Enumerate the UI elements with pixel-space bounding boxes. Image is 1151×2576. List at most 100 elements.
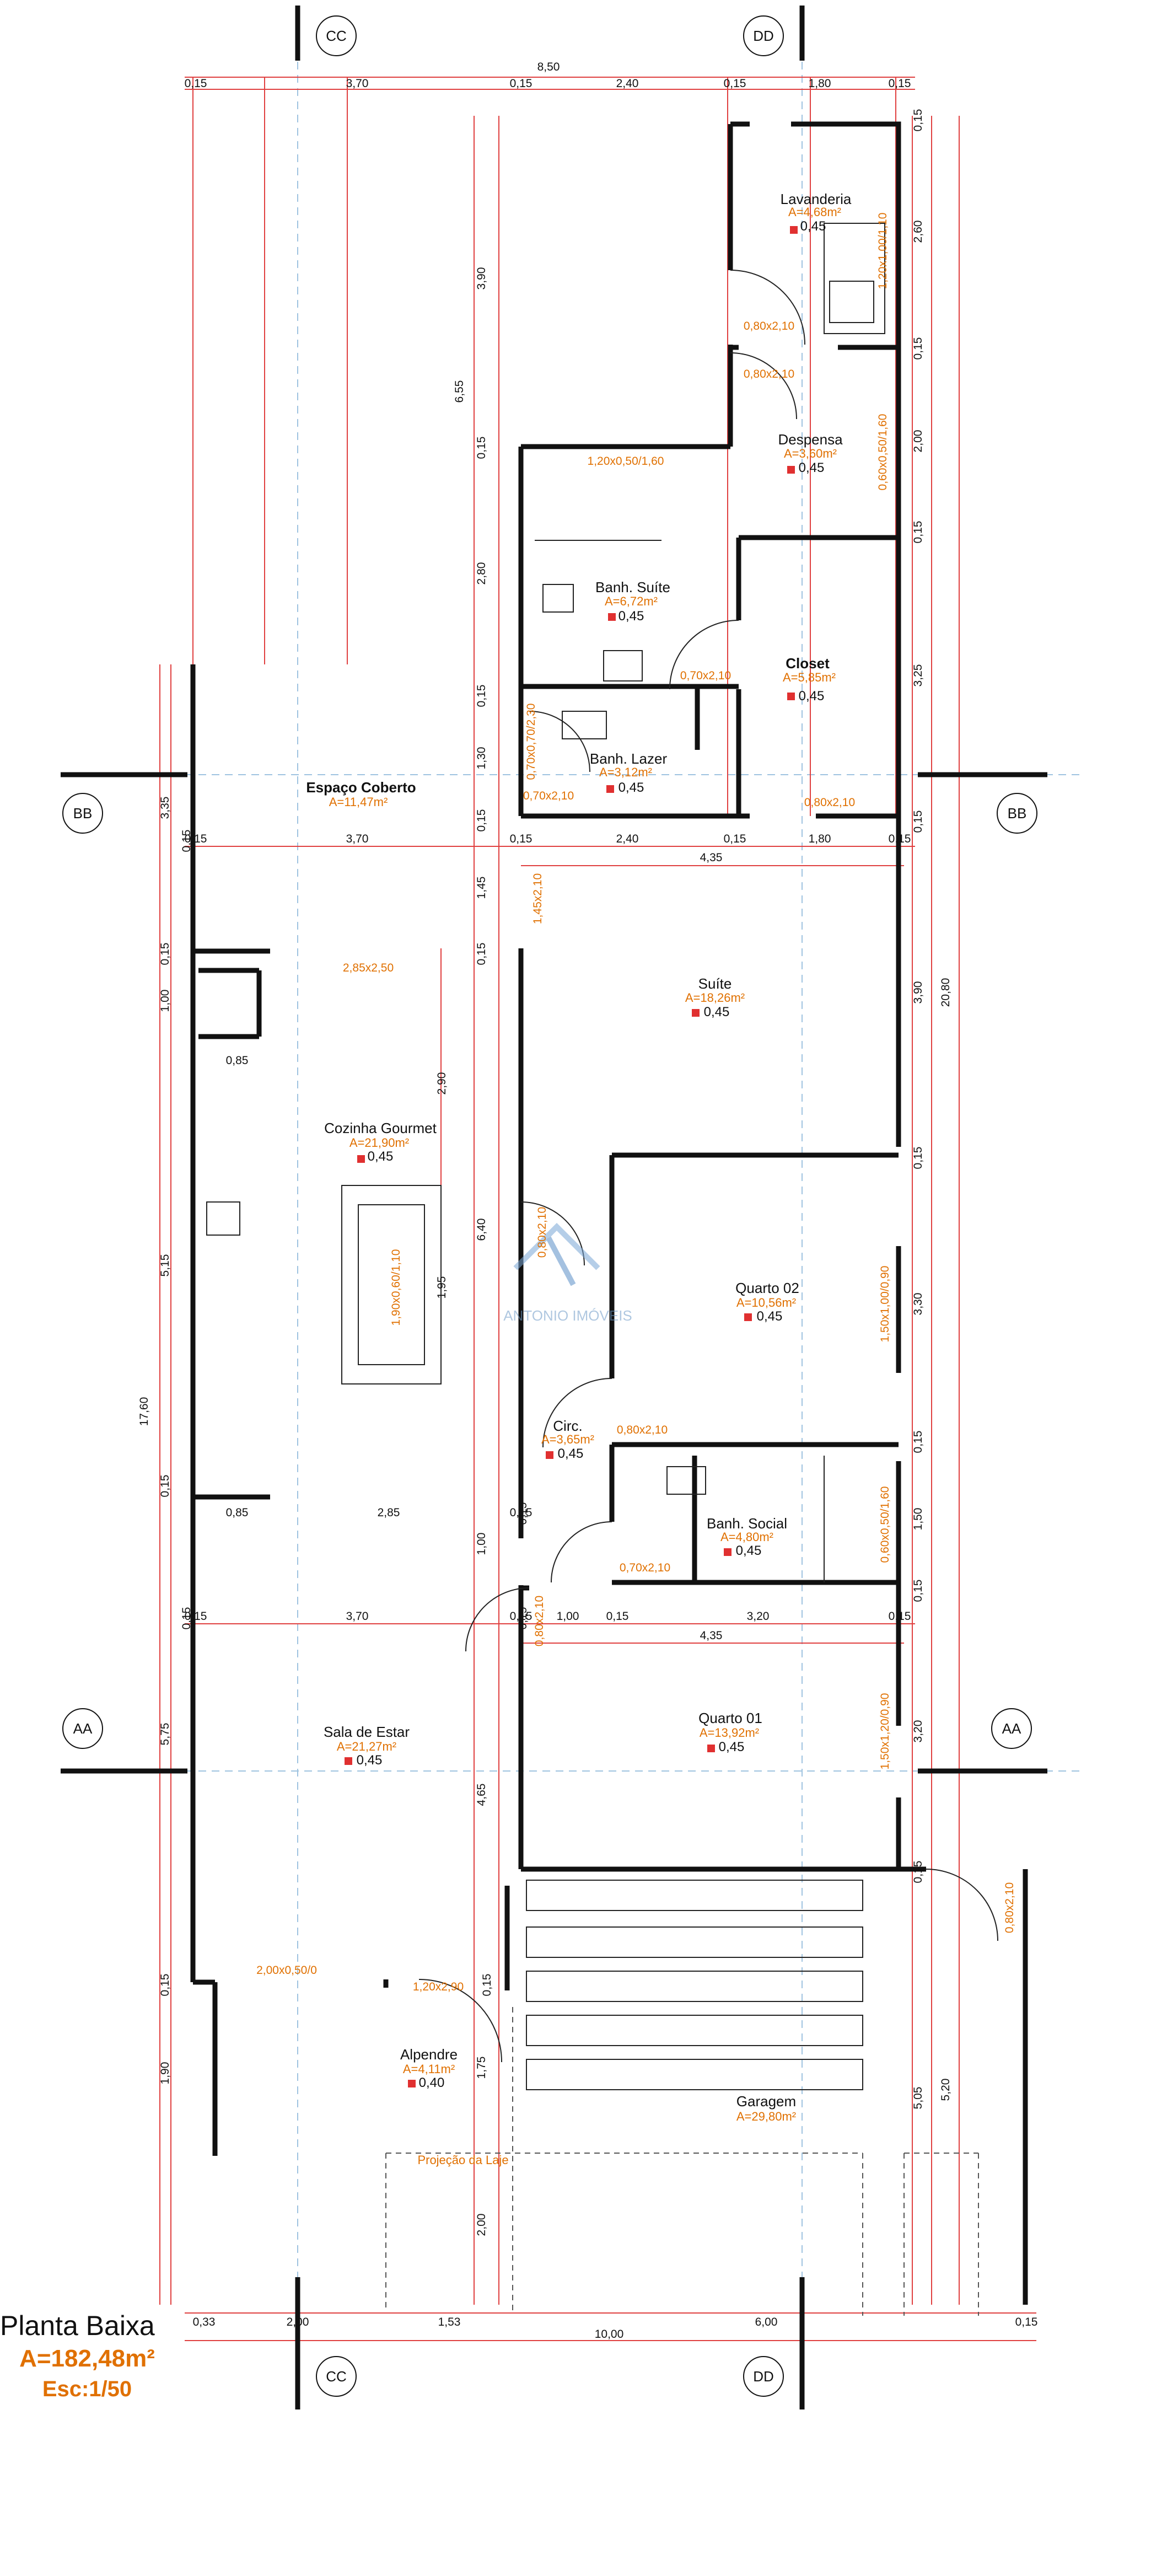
area-closet: A=5,85m² xyxy=(783,670,836,684)
dim-right-0: 0,15 xyxy=(912,109,924,132)
dim-sala-top-4: 0,15 xyxy=(606,1610,629,1623)
dim-coz-bottom-0: 0,85 xyxy=(226,1506,249,1519)
dim-top-4: 0,15 xyxy=(724,77,746,90)
level-banh-social: 0,45 xyxy=(736,1543,762,1558)
dim-sala-inner: 4,35 xyxy=(700,1629,723,1642)
room-circ: Circ. xyxy=(553,1418,582,1434)
dim-sala-top-5: 3,20 xyxy=(747,1610,770,1623)
opening-balcao: 1,90x0,60/1,10 xyxy=(390,1249,402,1326)
opening-d-bl: 0,70x2,10 xyxy=(523,790,574,802)
dim-bottom-2: 1,53 xyxy=(438,2316,461,2328)
dim-mid1-5: 1,80 xyxy=(809,833,831,845)
room-banh-lazer: Banh. Lazer xyxy=(590,750,668,767)
dim-right-8: 0,15 xyxy=(912,1147,924,1169)
dim-right-13: 3,20 xyxy=(912,1720,924,1743)
room-labels: Lavanderia A=4,68m² 0,45 Despensa A=3,60… xyxy=(306,191,852,2167)
room-espaco-coberto: Espaço Coberto xyxy=(306,779,416,796)
dim-top-6: 0,15 xyxy=(889,77,911,90)
room-suite: Suíte xyxy=(698,975,732,992)
opening-w-q01: 1,50x1,20/0,90 xyxy=(879,1693,891,1770)
room-lavanderia: Lavanderia xyxy=(781,191,852,207)
dim-top-1: 3,70 xyxy=(346,77,369,90)
dim-left-small-1: 0,15 xyxy=(159,1475,171,1498)
axis-lines xyxy=(66,22,1080,2382)
dim-sala-top-6: 0,15 xyxy=(889,1610,911,1623)
area-espaco-coberto: A=11,47m² xyxy=(329,795,388,809)
opening-d-coz: 2,85x2,50 xyxy=(343,962,394,974)
dim-inner-0: 2,90 xyxy=(435,1072,448,1095)
level-quarto02: 0,45 xyxy=(757,1309,783,1324)
dim-right-2: 0,15 xyxy=(912,337,924,360)
axis-dd-bottom: DD xyxy=(753,2368,774,2385)
room-quarto02: Quarto 02 xyxy=(735,1280,799,1296)
dim-right-11: 1,50 xyxy=(912,1508,924,1531)
room-despensa: Despensa xyxy=(778,431,843,448)
opening-d-bs: 0,70x2,10 xyxy=(680,669,731,682)
opening-d-gar: 0,80x2,10 xyxy=(1003,1882,1016,1933)
watermark: ANTONIO IMÓVEIS xyxy=(503,1222,632,1324)
dim-left-4: 5,75 xyxy=(159,1723,171,1746)
dim-top-5: 1,80 xyxy=(809,77,831,90)
dim-center-0: 6,55 xyxy=(453,380,466,403)
label-projecao: Projeção da Laje xyxy=(417,2153,508,2167)
dim-left-1: 1,00 xyxy=(159,990,171,1012)
dim-mid1-1: 3,70 xyxy=(346,833,369,845)
opening-w-lav: 1,20x1,00/1,10 xyxy=(876,213,889,289)
level-suite: 0,45 xyxy=(704,1005,730,1019)
dim-center-4: 0,15 xyxy=(475,685,488,707)
opening-w-sala: 2,00x0,50/0 xyxy=(256,1964,317,1977)
level-banh-suite: 0,45 xyxy=(618,609,644,624)
level-despensa: 0,45 xyxy=(799,460,825,475)
dim-right-3: 2,00 xyxy=(912,430,924,453)
dim-center-12: 0,15 xyxy=(517,1607,529,1630)
dim-coz-bottom-1: 2,85 xyxy=(378,1506,400,1519)
dim-sala-top-3: 1,00 xyxy=(557,1610,579,1623)
level-cozinha: 0,45 xyxy=(368,1149,394,1164)
area-cozinha: A=21,90m² xyxy=(349,1136,409,1150)
opening-d-circ: 0,80x2,10 xyxy=(617,1424,668,1436)
dim-right-outer-1: 5,20 xyxy=(939,2079,952,2101)
drawing-area: A=182,48m² xyxy=(19,2345,155,2372)
dim-right-12: 0,15 xyxy=(912,1580,924,1602)
dim-top-2: 0,15 xyxy=(510,77,533,90)
level-sala: 0,45 xyxy=(357,1753,383,1768)
room-banh-social: Banh. Social xyxy=(707,1515,787,1532)
dim-bottom-1: 2,00 xyxy=(287,2316,309,2328)
dim-center-14: 0,15 xyxy=(481,1974,493,1997)
axis-aa-right: AA xyxy=(1002,1720,1021,1737)
dim-left-small-2: 0,15 xyxy=(159,1974,171,1997)
dim-mid1-2: 0,15 xyxy=(510,833,533,845)
walls xyxy=(190,121,1028,2305)
room-quarto01: Quarto 01 xyxy=(698,1710,762,1726)
dim-inner-1: 1,95 xyxy=(435,1276,448,1299)
level-lavanderia: 0,45 xyxy=(800,219,826,234)
room-cozinha: Cozinha Gourmet xyxy=(324,1120,437,1136)
dim-mid1-4: 0,15 xyxy=(724,833,746,845)
dim-right-10: 0,15 xyxy=(912,1431,924,1453)
dim-center-16: 2,00 xyxy=(475,2214,488,2236)
dim-mid1-inner: 4,35 xyxy=(700,851,723,864)
watermark-text: ANTONIO IMÓVEIS xyxy=(503,1307,632,1324)
opening-d-closet: 0,80x2,10 xyxy=(804,796,855,809)
dim-top-0: 0,15 xyxy=(185,77,207,90)
axis-cc-bottom: CC xyxy=(326,2368,347,2385)
room-closet: Closet xyxy=(786,655,830,672)
dim-sala-top-1: 3,70 xyxy=(346,1610,369,1623)
dim-right-14: 0,15 xyxy=(912,1861,924,1883)
drawing-scale: Esc:1/50 xyxy=(42,2377,132,2401)
dim-bottom-3: 6,00 xyxy=(755,2316,778,2328)
dim-left-5: 1,90 xyxy=(159,2062,171,2085)
level-circ: 0,45 xyxy=(558,1446,584,1461)
opening-d-soc: 0,70x2,10 xyxy=(620,1561,670,1574)
dim-bottom-4: 0,15 xyxy=(1015,2316,1038,2328)
dim-center-10: 0,15 xyxy=(517,1502,529,1525)
dim-mid1-6: 0,15 xyxy=(889,833,911,845)
dim-coz-top-left: 0,85 xyxy=(226,1054,249,1067)
area-banh-lazer: A=3,12m² xyxy=(599,765,652,779)
axis-markers: CC DD BB BB AA AA CC DD xyxy=(61,6,1047,2409)
opening-d-alp: 1,20x2,90 xyxy=(413,1981,464,1993)
area-circ: A=3,65m² xyxy=(541,1432,594,1446)
dim-bottom-0: 0,33 xyxy=(193,2316,216,2328)
area-despensa: A=3,60m² xyxy=(784,447,837,460)
